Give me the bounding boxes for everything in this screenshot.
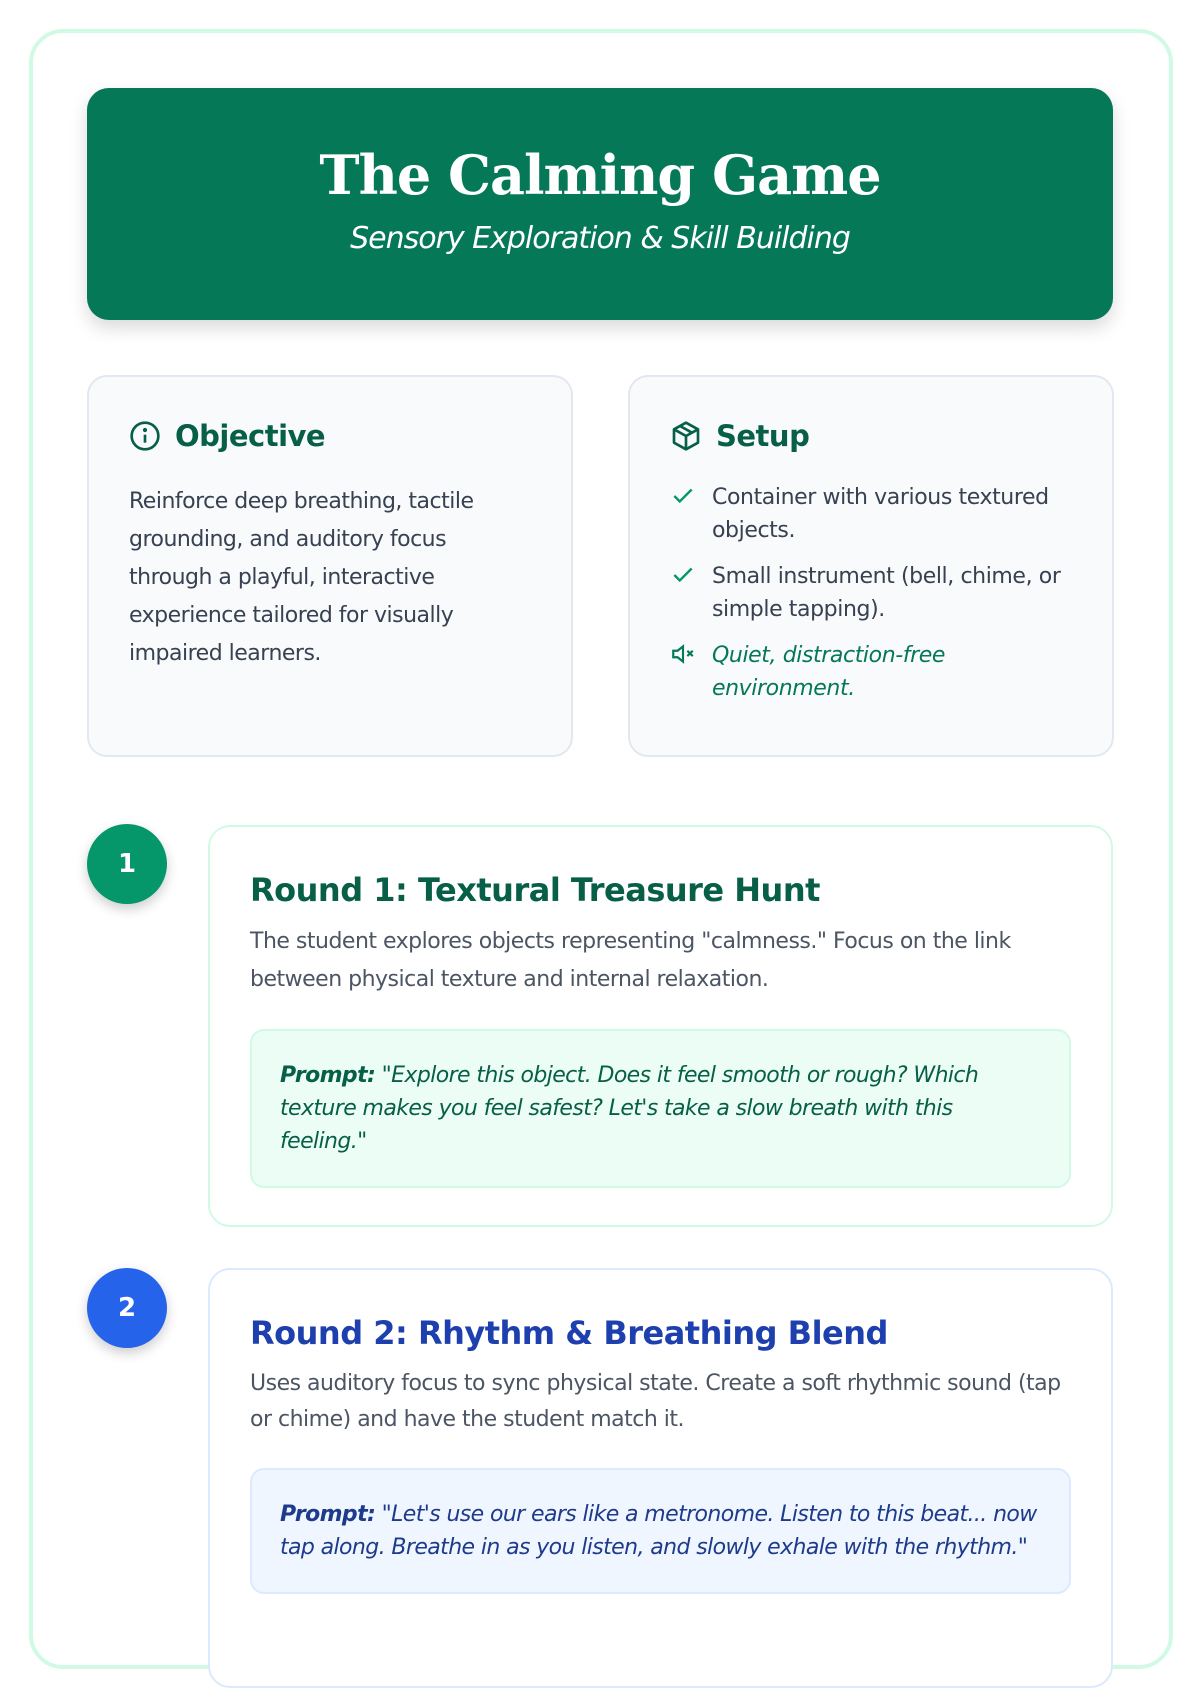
setup-card: Setup Container with various textured ob… xyxy=(628,375,1114,757)
round-description: Uses auditory focus to sync physical sta… xyxy=(250,1371,1061,1432)
round-description: The student explores objects representin… xyxy=(250,929,1011,992)
header-banner: The Calming Game Sensory Exploration & S… xyxy=(87,88,1113,320)
round-title: Round 2: Rhythm & Breathing Blend xyxy=(250,1314,888,1352)
page-subtitle: Sensory Exploration & Skill Building xyxy=(350,221,851,256)
setup-item: Small instrument (bell, chime, or simple… xyxy=(670,560,1072,626)
objective-title: Objective xyxy=(175,419,326,453)
setup-title: Setup xyxy=(716,419,810,453)
package-icon xyxy=(672,421,700,451)
check-icon xyxy=(673,567,693,583)
volume-mute-icon xyxy=(672,644,694,664)
round-title: Round 1: Textural Treasure Hunt xyxy=(250,871,820,909)
setup-item: Quiet, distraction-free environment. xyxy=(670,639,1072,705)
round-prompt: Prompt: "Explore this object. Does it fe… xyxy=(250,1029,1071,1188)
round-number-badge: 1 xyxy=(87,824,167,904)
page-title: The Calming Game xyxy=(319,143,881,207)
check-icon xyxy=(673,488,693,504)
setup-item: Container with various textured objects. xyxy=(670,481,1072,547)
objective-card: Objective Reinforce deep breathing, tact… xyxy=(87,375,573,757)
objective-text: Reinforce deep breathing, tactile ground… xyxy=(129,489,474,666)
round-1-card: Round 1: Textural Treasure Hunt The stud… xyxy=(208,825,1113,1227)
round-number-badge: 2 xyxy=(87,1268,167,1348)
round-2-card: Round 2: Rhythm & Breathing Blend Uses a… xyxy=(208,1268,1113,1688)
round-prompt: Prompt: "Let's use our ears like a metro… xyxy=(250,1468,1071,1594)
info-circle-icon xyxy=(130,421,160,451)
